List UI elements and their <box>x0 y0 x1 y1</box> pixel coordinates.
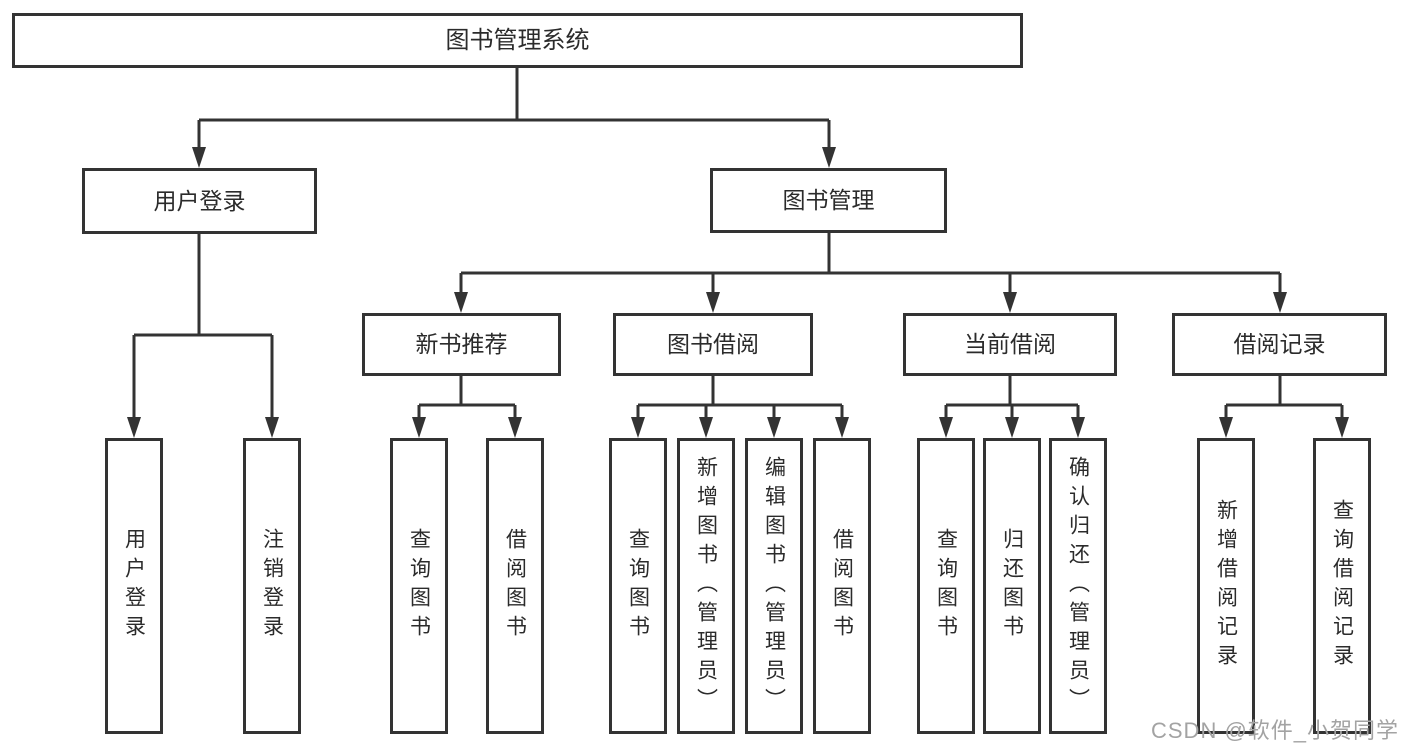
leaf-bb-edit-books-admin: 编辑图书（管理员） <box>745 438 803 734</box>
leaf-bb-borrow-books-label: 借阅图书 <box>830 528 854 644</box>
leaf-br-query-record-label: 查询借阅记录 <box>1330 499 1354 673</box>
connector-user-login-to-leaves <box>132 234 274 420</box>
leaf-nbr-borrow-books: 借阅图书 <box>486 438 544 734</box>
connector-current-borrow-to-leaves <box>944 376 1080 420</box>
connector-borrow-records-to-leaves <box>1224 376 1344 420</box>
leaf-cb-return-books-label: 归还图书 <box>1000 528 1024 644</box>
leaf-logout: 注销登录 <box>243 438 301 734</box>
leaf-cb-return-books: 归还图书 <box>983 438 1041 734</box>
node-current-borrowing-label: 当前借阅 <box>964 331 1056 357</box>
node-book-borrowing: 图书借阅 <box>613 313 813 376</box>
leaf-bb-add-books-admin: 新增图书（管理员） <box>677 438 735 734</box>
leaf-bb-query-books: 查询图书 <box>609 438 667 734</box>
leaf-br-add-record-label: 新增借阅记录 <box>1214 499 1238 673</box>
connector-root-to-level2 <box>197 68 831 150</box>
node-root-label: 图书管理系统 <box>445 26 590 54</box>
node-borrow-records-label: 借阅记录 <box>1233 331 1326 357</box>
node-book-management-label: 图书管理 <box>782 187 875 213</box>
node-new-book-recommend-label: 新书推荐 <box>415 331 508 357</box>
node-user-login: 用户登录 <box>82 168 317 234</box>
node-current-borrowing: 当前借阅 <box>903 313 1117 376</box>
arrowheads <box>127 147 1349 438</box>
leaf-cb-confirm-return-admin: 确认归还（管理员） <box>1049 438 1107 734</box>
node-borrow-records: 借阅记录 <box>1172 313 1387 376</box>
leaf-nbr-borrow-books-label: 借阅图书 <box>503 528 527 644</box>
leaf-bb-add-books-admin-label: 新增图书（管理员） <box>694 455 718 717</box>
node-root-system: 图书管理系统 <box>12 13 1023 68</box>
leaf-br-query-record: 查询借阅记录 <box>1313 438 1371 734</box>
leaf-br-add-record: 新增借阅记录 <box>1197 438 1255 734</box>
leaf-bb-query-books-label: 查询图书 <box>626 528 650 644</box>
csdn-watermark: CSDN @软件_小贺同学 <box>1151 718 1400 743</box>
node-book-management: 图书管理 <box>710 168 947 233</box>
leaf-nbr-query-books: 查询图书 <box>390 438 448 734</box>
leaf-user-login-label: 用户登录 <box>122 528 146 644</box>
leaf-bb-borrow-books: 借阅图书 <box>813 438 871 734</box>
leaf-nbr-query-books-label: 查询图书 <box>407 528 431 644</box>
node-user-login-label: 用户登录 <box>153 187 246 214</box>
leaf-cb-confirm-return-admin-label: 确认归还（管理员） <box>1066 455 1090 717</box>
node-book-borrowing-label: 图书借阅 <box>667 331 759 357</box>
leaf-bb-edit-books-admin-label: 编辑图书（管理员） <box>762 455 786 717</box>
leaf-cb-query-books-label: 查询图书 <box>934 528 958 644</box>
leaf-user-login: 用户登录 <box>105 438 163 734</box>
connector-book-borrow-to-leaves <box>636 376 844 420</box>
leaf-logout-label: 注销登录 <box>260 528 284 644</box>
leaf-cb-query-books: 查询图书 <box>917 438 975 734</box>
connector-new-book-rec-to-leaves <box>417 376 517 420</box>
node-new-book-recommend: 新书推荐 <box>362 313 561 376</box>
connector-book-mgmt-to-level3 <box>459 233 1282 295</box>
